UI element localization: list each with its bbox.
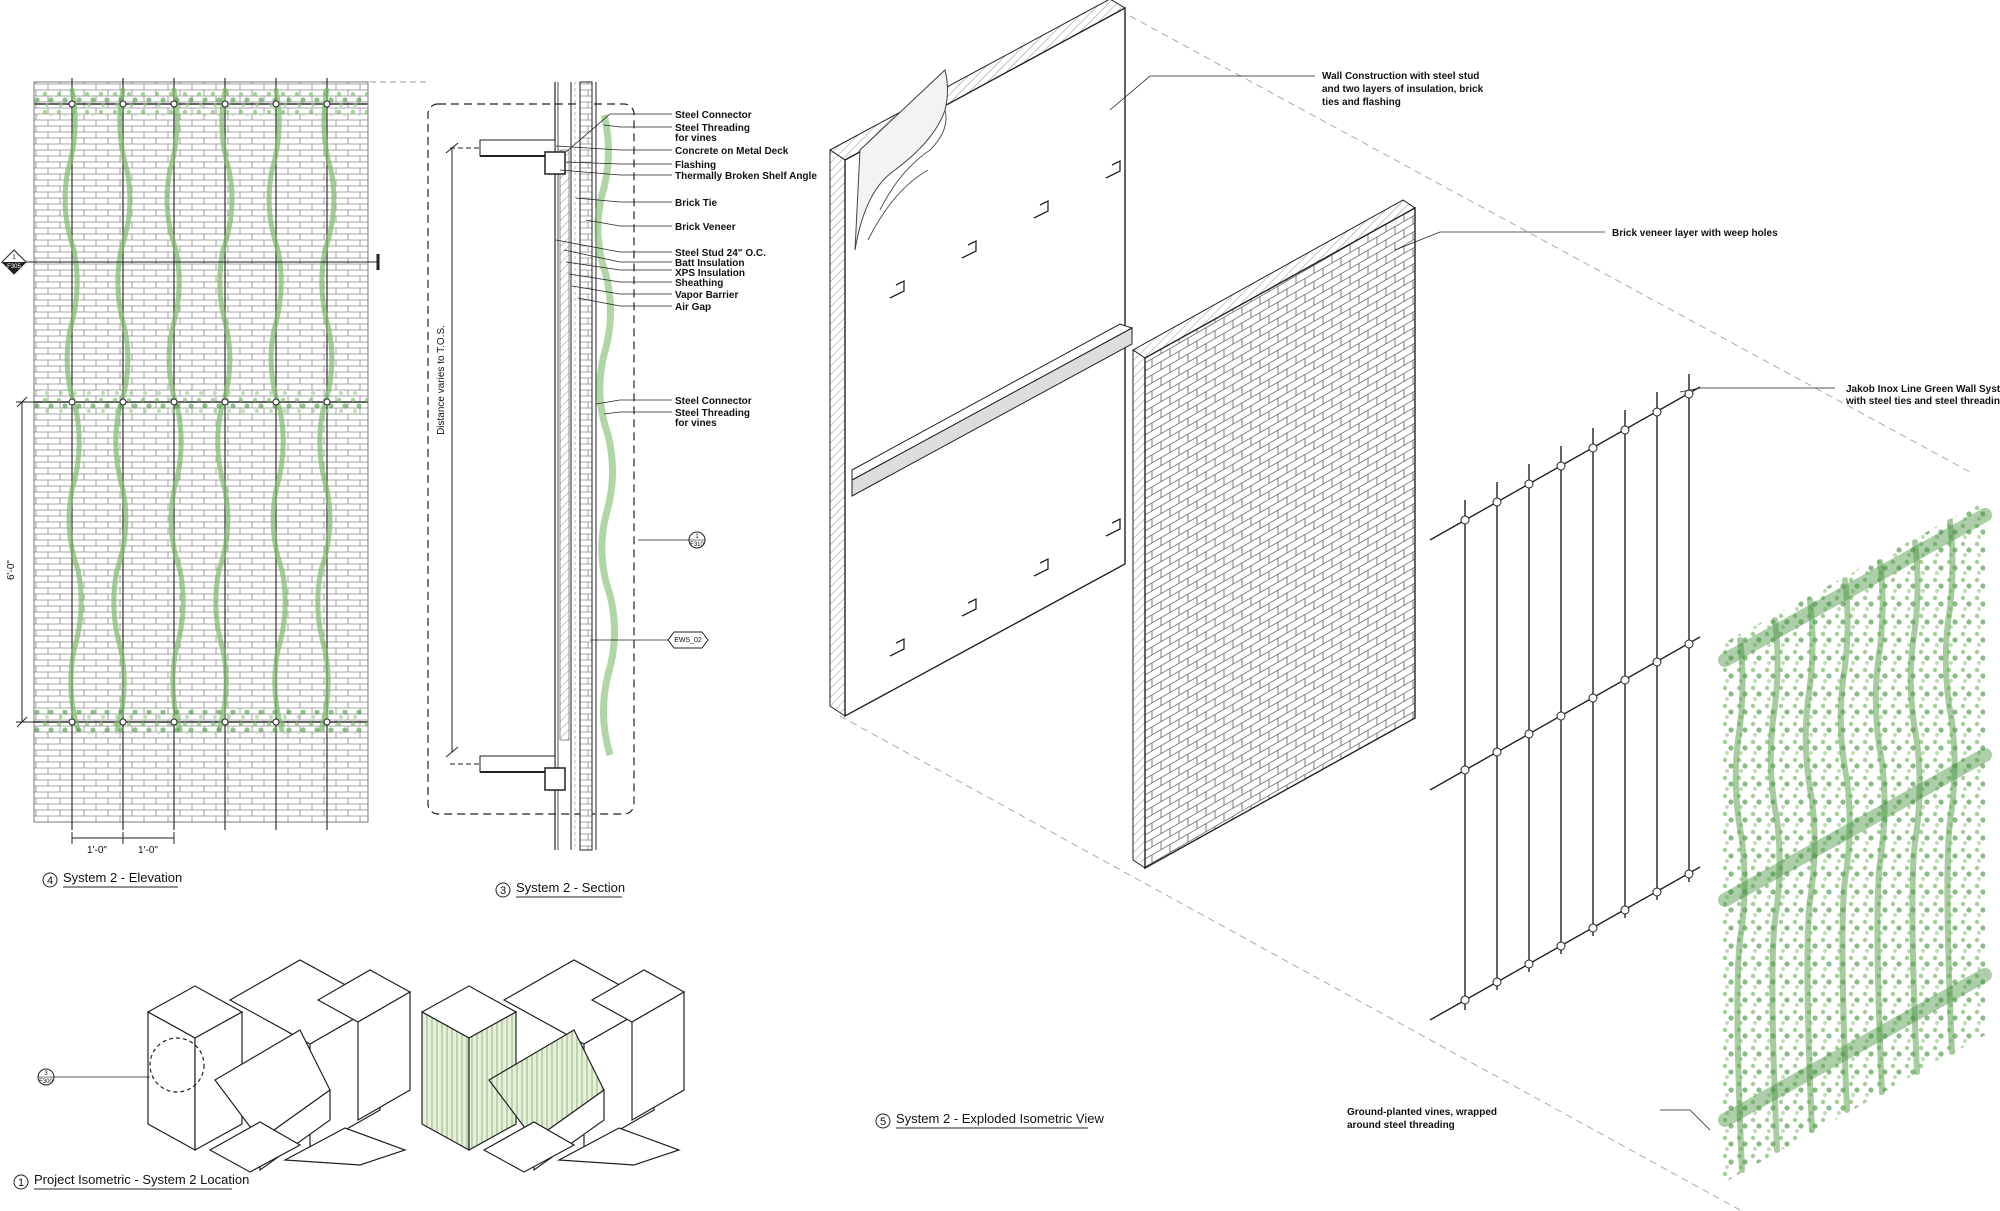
elevation-drawing: 1 F305 6'-0" 1'-0" 1'-0" <box>1 78 380 856</box>
brick-veneer-panel <box>1132 199 1416 870</box>
ews-tag: EWS_02 <box>590 631 709 649</box>
elevation-title: System 2 - Elevation <box>63 870 182 885</box>
elevation-title-block: 4 System 2 - Elevation <box>42 870 182 888</box>
section-label-for-vines: for vines <box>675 133 717 144</box>
exploded-title-block: 5 System 2 - Exploded Isometric View <box>875 1111 1104 1129</box>
section-cut-marker: 1 F305 <box>1 249 380 275</box>
section-label-shelf-angle: Thermally Broken Shelf Angle <box>675 171 817 182</box>
location-tag-sheet: F300 <box>39 1079 53 1085</box>
callout-vines-1: Ground-planted vines, wrapped <box>1347 1107 1497 1118</box>
section-label-sheathing: Sheathing <box>675 278 723 289</box>
section-tag-number: 1 <box>12 255 16 261</box>
project-isometric-right <box>420 959 686 1173</box>
section-label-vapor-barrier: Vapor Barrier <box>675 290 738 301</box>
elevation-brick-field <box>33 81 369 823</box>
section-label-xps-insulation: XPS Insulation <box>675 268 745 279</box>
exploded-number: 5 <box>880 1116 886 1128</box>
section-label-steel-stud: Steel Stud 24" O.C. <box>675 248 766 259</box>
callout-wall-construction-2: and two layers of insulation, brick <box>1322 84 1484 95</box>
height-dimension <box>16 396 40 728</box>
section-label-steel-connector-2: Steel Connector <box>675 396 752 407</box>
section-label-steel-threading-2: Steel Threading <box>675 408 750 419</box>
spacing-dimension-a: 1'-0" <box>87 845 107 856</box>
green-wall-grid <box>1429 374 1701 1021</box>
detail-tag-number: 1 <box>695 534 699 540</box>
elevation-number: 4 <box>47 875 53 887</box>
callout-wall-construction-1: Wall Construction with steel stud <box>1322 71 1479 82</box>
detail-tag-f310: 1 F310 <box>638 531 706 549</box>
section-title-block: 3 System 2 - Section <box>495 880 625 898</box>
spacing-dimension-b: 1'-0" <box>138 845 158 856</box>
slab-bottom <box>450 755 566 791</box>
isometric-title: Project Isometric - System 2 Location <box>34 1172 249 1187</box>
section-label-for-vines-2: for vines <box>675 418 717 429</box>
section-label-steel-connector: Steel Connector <box>675 110 752 121</box>
detail-tag-sheet: F310 <box>690 542 704 548</box>
section-label-air-gap: Air Gap <box>675 302 711 313</box>
spacing-dimension <box>71 832 175 844</box>
section-detail-boundary <box>427 103 635 815</box>
isometric-number: 1 <box>18 1177 24 1189</box>
section-label-steel-threading: Steel Threading <box>675 123 750 134</box>
section-number: 3 <box>500 885 506 897</box>
elevation-connectors <box>68 100 331 726</box>
distance-dimension-label: Distance varies to T.O.S. <box>436 325 447 435</box>
section-leaders <box>555 113 672 415</box>
wall-construction-panel <box>829 0 1134 718</box>
project-isometric-left <box>146 959 412 1173</box>
callout-brick-veneer: Brick veneer layer with weep holes <box>1612 228 1778 239</box>
callout-wall-construction-3: ties and flashing <box>1322 97 1401 108</box>
section-drawing: Distance varies to T.O.S. Steel Connecto… <box>427 81 817 851</box>
section-tag-sheet: F305 <box>7 264 21 270</box>
callout-vines-2: around steel threading <box>1347 1120 1455 1131</box>
location-tag: 3 F300 <box>37 1068 150 1086</box>
section-label-flashing: Flashing <box>675 160 716 171</box>
slab-top <box>450 139 566 175</box>
green-wall-connectors <box>1460 389 1694 1005</box>
callout-green-wall-2: with steel ties and steel threading <box>1845 396 2000 407</box>
brick-ties <box>889 159 1121 657</box>
section-label-brick-tie: Brick Tie <box>675 198 717 209</box>
section-label-concrete-deck: Concrete on Metal Deck <box>675 146 789 157</box>
location-tag-number: 3 <box>44 1071 48 1077</box>
callout-green-wall-1: Jakob Inox Line Green Wall System <box>1846 384 2000 395</box>
section-title: System 2 - Section <box>516 880 625 895</box>
exploded-isometric-drawing: Wall Construction with steel stud and tw… <box>829 0 2000 1211</box>
exploded-title: System 2 - Exploded Isometric View <box>896 1111 1104 1126</box>
section-label-batt-insulation: Batt Insulation <box>675 258 744 269</box>
height-dimension-label: 6'-0" <box>6 560 17 580</box>
system-location-marker <box>149 1037 205 1093</box>
section-vine <box>594 114 618 757</box>
vines-panel <box>1718 500 1992 1185</box>
section-label-brick-veneer: Brick Veneer <box>675 222 736 233</box>
exploded-leaders <box>1109 75 1835 1131</box>
elevation-vine-bands <box>34 92 368 734</box>
isometric-title-block: 1 Project Isometric - System 2 Location <box>13 1172 249 1190</box>
ews-tag-label: EWS_02 <box>674 637 702 644</box>
